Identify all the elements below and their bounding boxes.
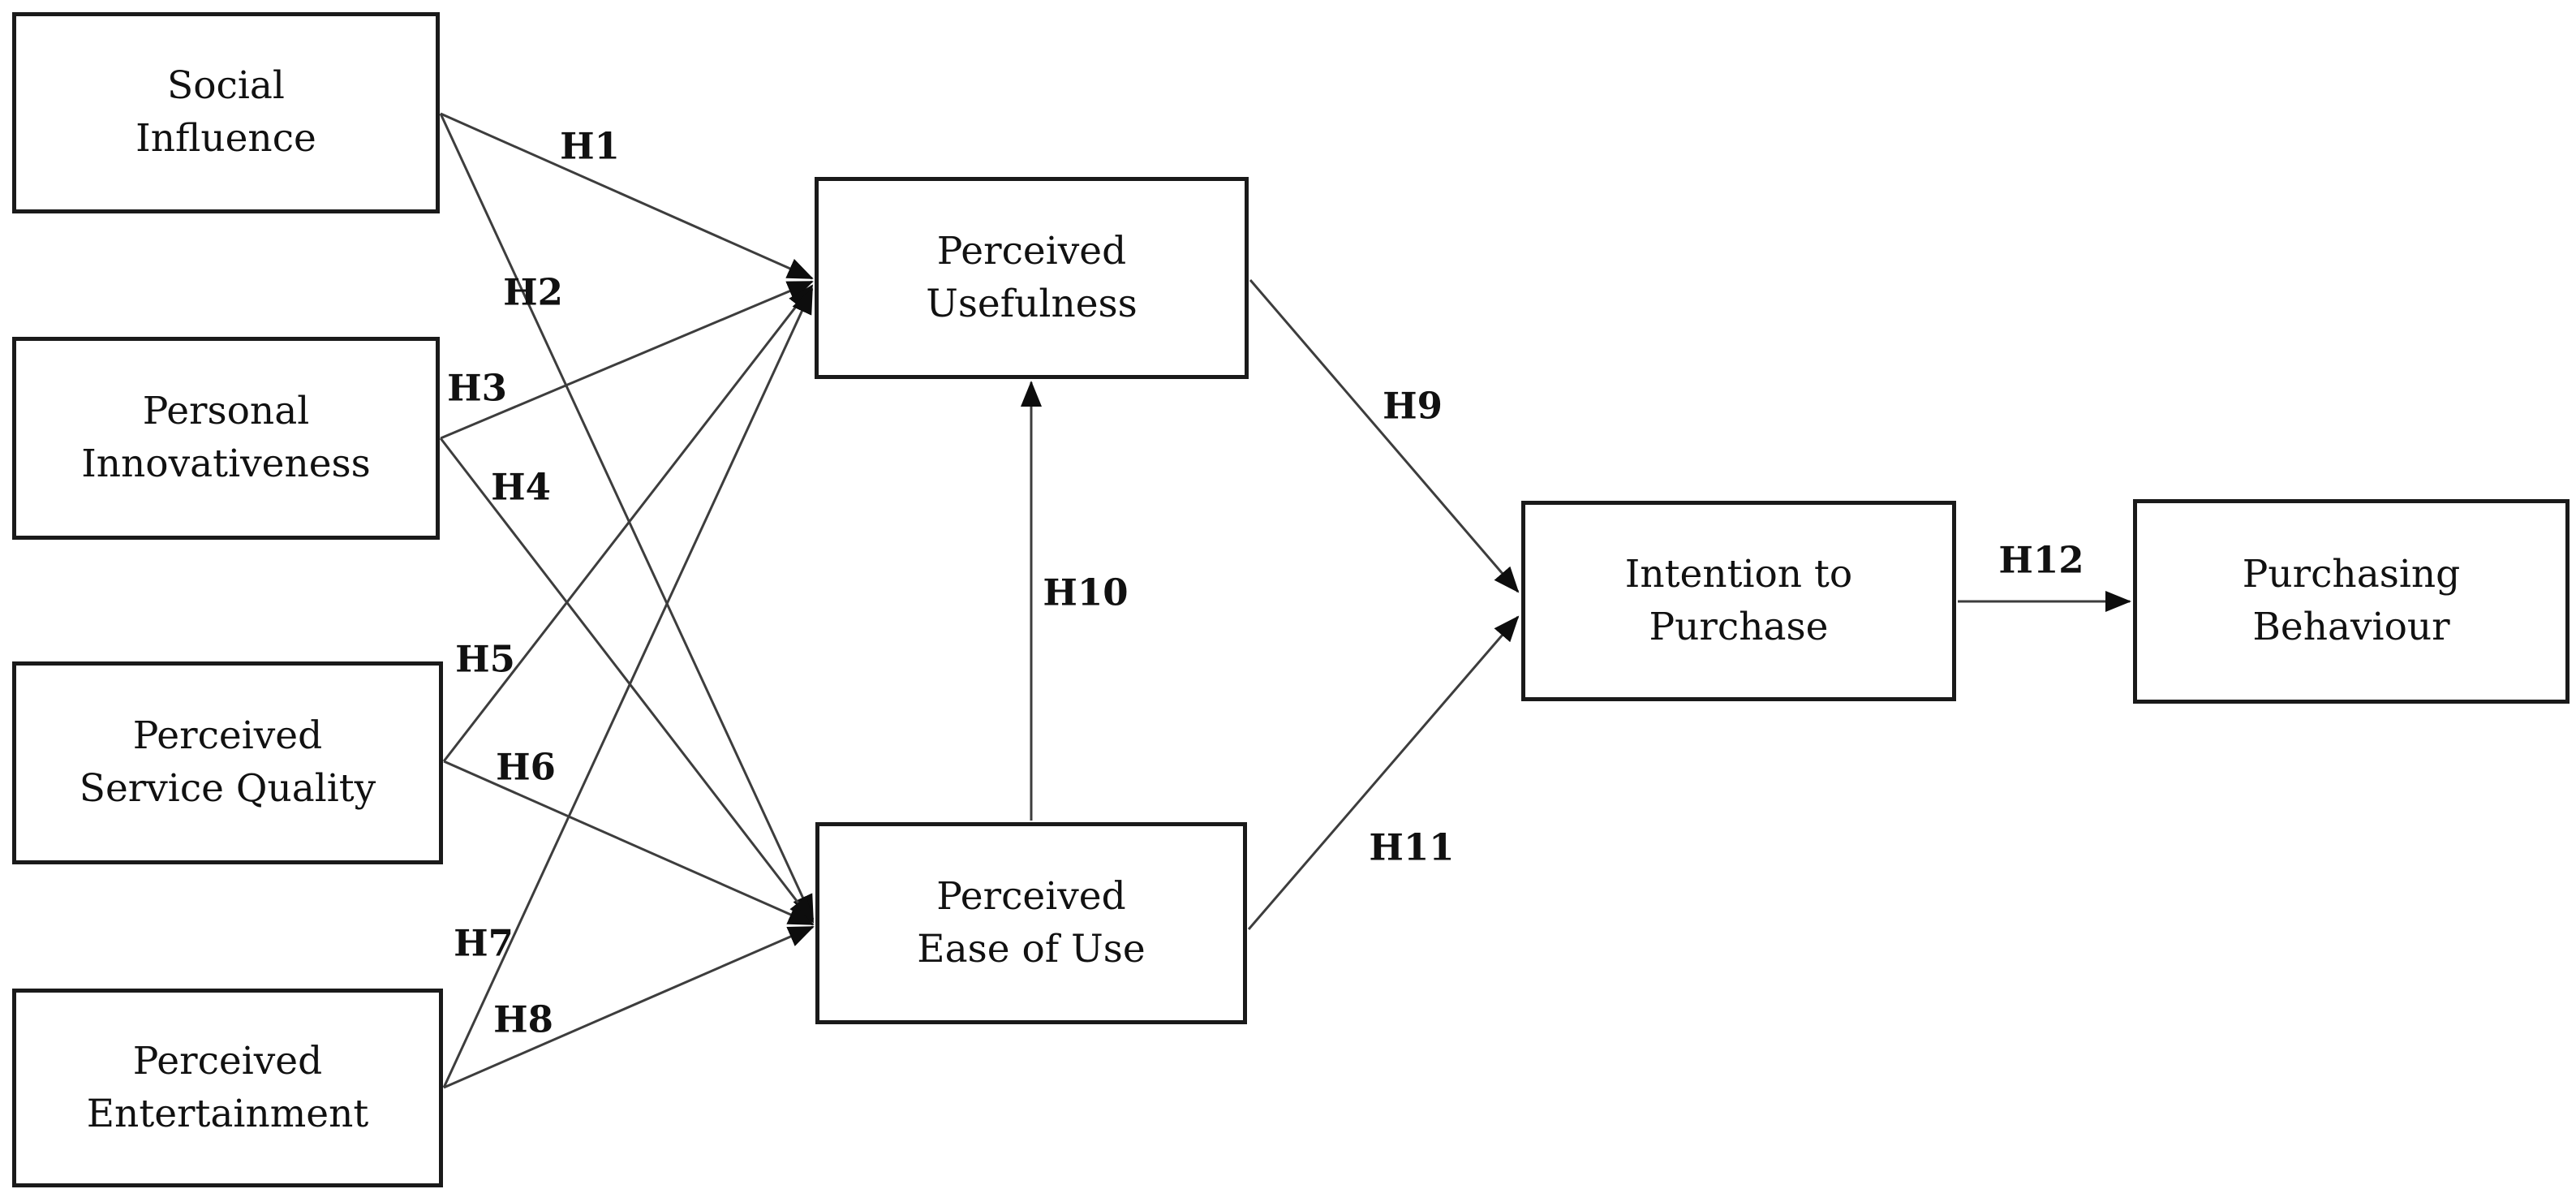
node-label-perceived-entertainment: Perceived Entertainment bbox=[86, 1038, 369, 1136]
edge-h8-label: H8 bbox=[493, 997, 553, 1041]
edge-h7-line bbox=[442, 287, 814, 1088]
node-perceived-service-quality: Perceived Service Quality bbox=[12, 661, 443, 864]
node-purchasing-behaviour: Purchasing Behaviour bbox=[2133, 499, 2570, 704]
edge-h9-line bbox=[1249, 279, 1520, 593]
node-label-perceived-usefulness: Perceived Usefulness bbox=[926, 228, 1137, 326]
edge-h11-line bbox=[1247, 615, 1520, 930]
edge-h2-line bbox=[439, 113, 815, 921]
node-label-intention-to-purchase: Intention to Purchase bbox=[1624, 551, 1853, 649]
edge-h9-label: H9 bbox=[1383, 384, 1443, 428]
edge-h6-label: H6 bbox=[496, 745, 556, 789]
edge-h3-label: H3 bbox=[447, 366, 507, 410]
edge-h4-line bbox=[439, 437, 815, 924]
node-perceived-ease-of-use: Perceived Ease of Use bbox=[815, 822, 1247, 1024]
edge-h4-label: H4 bbox=[491, 465, 551, 509]
node-social-influence: Social Influence bbox=[12, 12, 440, 213]
edge-h5-label: H5 bbox=[455, 637, 515, 681]
node-intention-to-purchase: Intention to Purchase bbox=[1521, 501, 1956, 701]
node-label-social-influence: Social Influence bbox=[135, 63, 316, 161]
edge-h2-label: H2 bbox=[503, 270, 563, 314]
edge-h10-label: H10 bbox=[1043, 571, 1129, 614]
edge-h11-label: H11 bbox=[1369, 825, 1455, 869]
node-perceived-entertainment: Perceived Entertainment bbox=[12, 989, 443, 1187]
node-perceived-usefulness: Perceived Usefulness bbox=[815, 177, 1249, 379]
edge-h3-line bbox=[440, 280, 814, 440]
edge-h1-line bbox=[440, 112, 814, 280]
edge-h8-line bbox=[443, 925, 815, 1089]
node-personal-innovativeness: Personal Innovativeness bbox=[12, 337, 440, 540]
edge-h5-line bbox=[442, 284, 814, 762]
node-label-purchasing-behaviour: Purchasing Behaviour bbox=[2242, 552, 2461, 649]
node-label-perceived-ease-of-use: Perceived Ease of Use bbox=[917, 873, 1146, 972]
node-label-perceived-service-quality: Perceived Service Quality bbox=[79, 713, 376, 811]
edge-h12-label: H12 bbox=[1998, 538, 2084, 582]
edge-h7-label: H7 bbox=[454, 921, 514, 965]
edge-h6-line bbox=[443, 760, 815, 926]
edge-h1-label: H1 bbox=[560, 124, 620, 168]
node-label-personal-innovativeness: Personal Innovativeness bbox=[81, 389, 371, 486]
